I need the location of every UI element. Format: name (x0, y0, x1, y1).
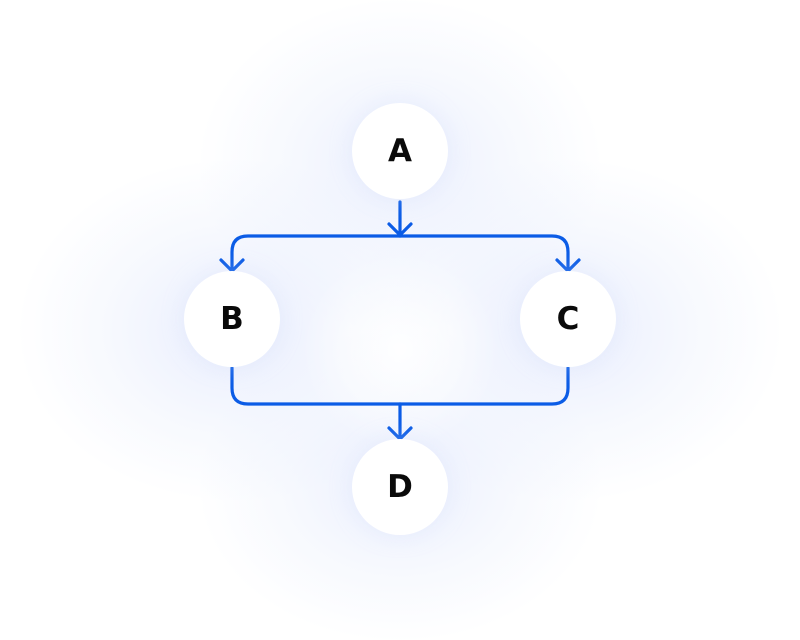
node-a[interactable]: A (352, 103, 448, 199)
node-c-label: C (556, 301, 580, 337)
edge-b-to-d (230, 366, 402, 406)
node-b[interactable]: B (184, 271, 280, 367)
edge-a-to-c (398, 234, 570, 272)
edge-c-to-d (398, 366, 570, 406)
arrowhead-a-stem (387, 222, 413, 237)
node-d[interactable]: D (352, 439, 448, 535)
node-d-label: D (387, 469, 413, 505)
edge-a-to-b (230, 234, 402, 272)
node-b-label: B (220, 301, 244, 337)
node-c[interactable]: C (520, 271, 616, 367)
node-a-label: A (388, 133, 412, 169)
